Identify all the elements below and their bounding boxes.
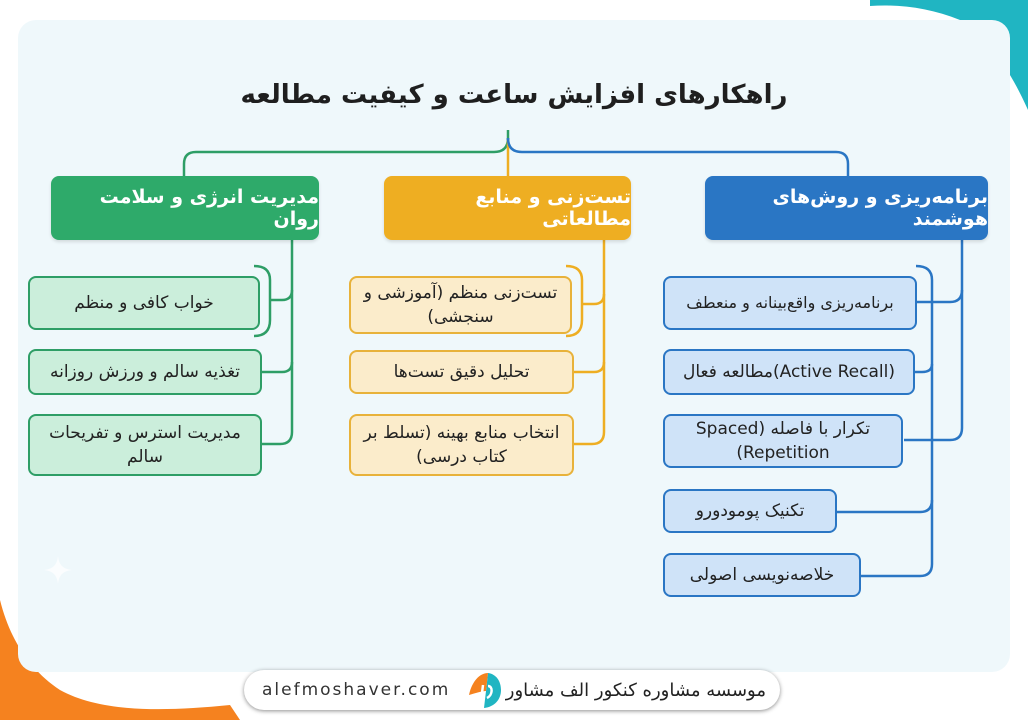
item-test-analysis: تحلیل دقیق تست‌ها xyxy=(349,350,574,394)
branch-energy-mental-health: مدیریت انرژی و سلامت روان xyxy=(51,176,319,240)
item-active-recall: مطالعه فعال(Active Recall) xyxy=(663,349,915,395)
item-stress-management: مدیریت استرس و تفریحات سالم xyxy=(28,414,262,476)
website-link[interactable]: alefmoshaver.com xyxy=(262,680,451,700)
item-sufficient-sleep: خواب کافی و منظم xyxy=(28,276,260,330)
branch-planning-smart-methods: برنامه‌ریزی و روش‌های هوشمند xyxy=(705,176,988,240)
item-healthy-nutrition-exercise: تغذیه سالم و ورزش روزانه xyxy=(28,349,262,395)
sparkle-icon xyxy=(44,556,72,584)
brand-name: موسسه مشاوره کنکور الف مشاور xyxy=(505,679,766,701)
diagram-title: راهکارهای افزایش ساعت و کیفیت مطالعه xyxy=(240,80,788,110)
item-note-taking: خلاصه‌نویسی اصولی xyxy=(663,553,861,597)
diagram-card xyxy=(18,20,1010,672)
alefmoshaver-logo-icon xyxy=(468,673,501,708)
footer-banner: alefmoshaver.com موسسه مشاوره کنکور الف … xyxy=(244,670,780,710)
brand-group: موسسه مشاوره کنکور الف مشاور xyxy=(454,671,766,709)
branch-testing-resources: تست‌زنی و منابع مطالعاتی xyxy=(384,176,631,240)
item-pomodoro: تکنیک پومودورو xyxy=(663,489,837,533)
item-realistic-planning: برنامه‌ریزی واقع‌بینانه و منعطف xyxy=(663,276,917,330)
item-spaced-repetition: تکرار با فاصله (Spaced Repetition) xyxy=(663,414,903,468)
item-regular-testing: تست‌زنی منظم (آموزشی و سنجشی) xyxy=(349,276,572,334)
item-optimal-resources: انتخاب منابع بهینه (تسلط بر کتاب درسی) xyxy=(349,414,574,476)
